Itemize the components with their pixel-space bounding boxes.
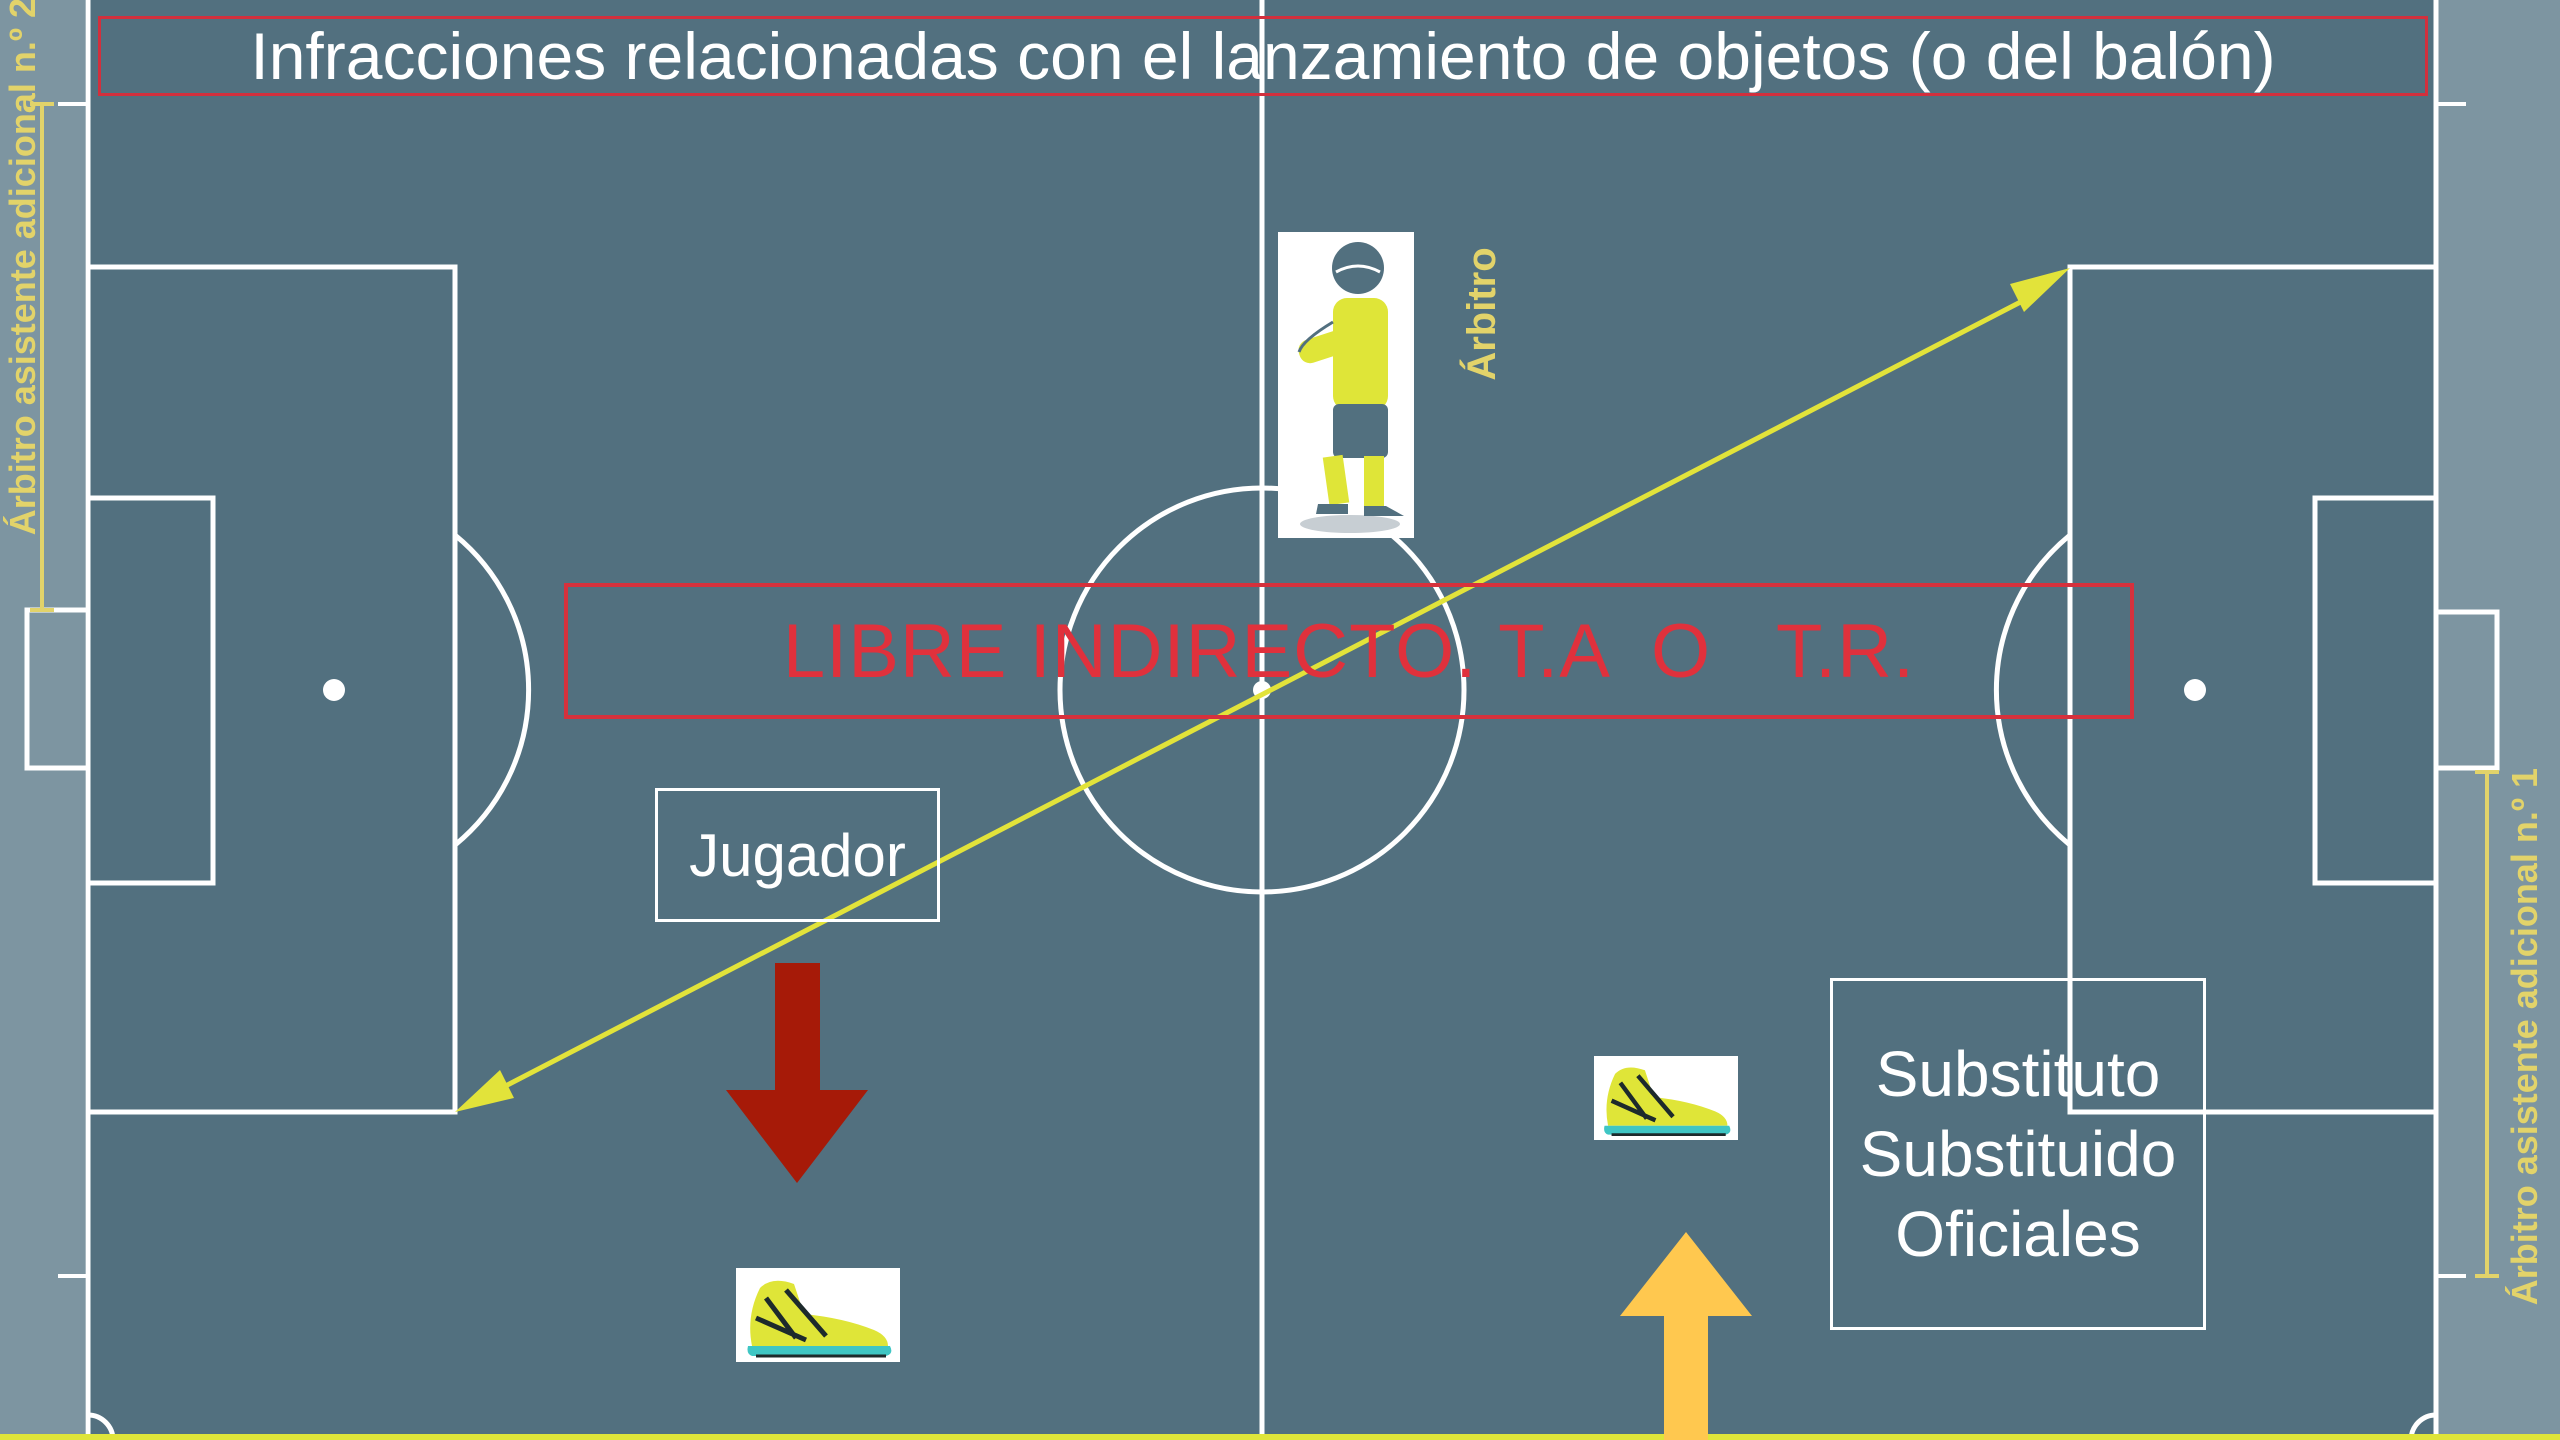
right-penalty-arc xyxy=(1993,533,2072,847)
trajectory-arrowhead-start xyxy=(455,1070,514,1112)
referee-label: Árbitro xyxy=(1460,247,1504,381)
right-penalty-spot xyxy=(2184,679,2206,701)
center-circle xyxy=(1057,485,1467,895)
player-label: Jugador xyxy=(689,821,906,889)
touchline-ticks xyxy=(58,102,2466,1278)
bottom-line xyxy=(0,1434,2560,1440)
left-penalty-spot xyxy=(323,679,345,701)
boot-image-right xyxy=(1594,1056,1738,1140)
trajectory-arrow xyxy=(455,268,2070,1112)
aar-left-label: Árbitro asistente adicional n.º 2 xyxy=(2,0,43,536)
football-boot-icon xyxy=(747,1280,892,1358)
red-down-arrow xyxy=(726,963,868,1183)
substitute-label: Substituto xyxy=(1875,1038,2161,1110)
orange-up-arrow xyxy=(1620,1232,1752,1440)
aar-left-marker xyxy=(30,102,54,612)
pitch-lines xyxy=(24,0,2500,1440)
others-label-box: Substituto Substituido Oficiales xyxy=(1830,978,2206,1330)
football-boot-icon xyxy=(1604,1067,1731,1136)
referee-card xyxy=(1278,232,1414,538)
officials-label: Oficiales xyxy=(1895,1198,2141,1270)
boot-image-left xyxy=(736,1268,900,1362)
player-label-box: Jugador xyxy=(655,788,940,922)
right-goal xyxy=(2433,609,2500,771)
sanction-text: LIBRE INDIRECTO. T.A O T.R. xyxy=(564,583,2134,719)
aar-right-label: Árbitro asistente adicional n.º 1 xyxy=(2504,768,2545,1306)
left-penalty-arc xyxy=(453,533,532,847)
aar-right-marker xyxy=(2475,770,2499,1278)
left-goal xyxy=(24,607,91,771)
trajectory-arrowhead-end xyxy=(2010,268,2070,312)
page-title: Infracciones relacionadas con el lanzami… xyxy=(98,16,2428,96)
referee-figure-icon xyxy=(1297,242,1404,533)
substituted-label: Substituido xyxy=(1859,1118,2177,1190)
